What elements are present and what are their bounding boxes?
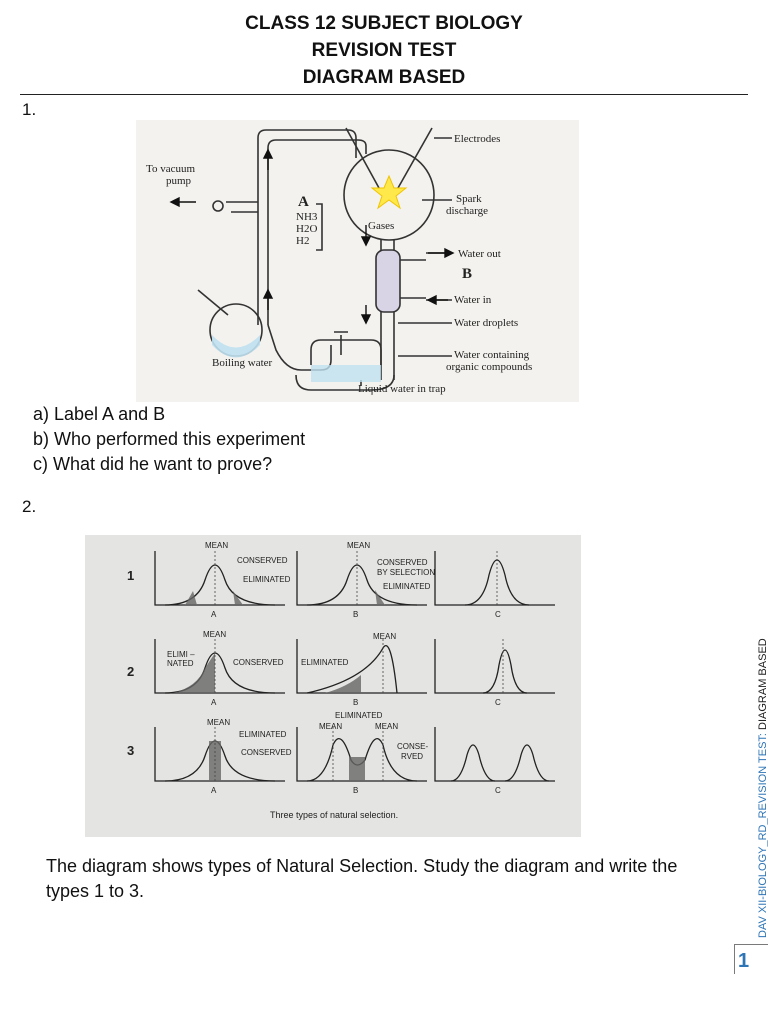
svg-text:Gases: Gases	[368, 220, 394, 232]
spark-chamber-flask	[343, 149, 435, 241]
question-1-number: 1.	[22, 100, 37, 119]
svg-text:CONSERVED: CONSERVED	[233, 658, 284, 667]
svg-text:H2: H2	[296, 235, 309, 247]
svg-text:B: B	[462, 266, 472, 282]
svg-text:CONSE-: CONSE-	[397, 742, 428, 751]
svg-text:B: B	[353, 786, 358, 795]
svg-text:MEAN: MEAN	[319, 722, 342, 731]
svg-text:RVED: RVED	[401, 752, 423, 761]
svg-text:Water containing: Water containing	[454, 349, 530, 361]
svg-text:CONSERVED: CONSERVED	[241, 748, 292, 757]
svg-text:3: 3	[127, 743, 134, 758]
page-number: 1	[738, 950, 750, 972]
svg-text:ELIMI –: ELIMI –	[167, 650, 195, 659]
svg-text:NH3: NH3	[296, 211, 318, 223]
svg-text:To vacuum: To vacuum	[146, 163, 195, 175]
svg-text:B: B	[353, 610, 358, 619]
svg-text:A: A	[211, 786, 217, 795]
svg-text:Water in: Water in	[454, 294, 492, 306]
page-header: CLASS 12 SUBJECT BIOLOGY REVISION TEST D…	[0, 10, 768, 91]
side-footer-title: DIAGRAM BASED	[757, 638, 768, 734]
svg-text:ELIMINATED: ELIMINATED	[335, 711, 383, 720]
svg-text:B: B	[353, 698, 358, 707]
svg-text:CONSERVED: CONSERVED	[237, 556, 288, 565]
svg-text:A: A	[211, 698, 217, 707]
svg-text:Spark: Spark	[456, 193, 482, 205]
header-divider	[20, 94, 748, 95]
svg-text:CONSERVED: CONSERVED	[377, 558, 428, 567]
miller-experiment-figure: To vacuum pump A NH3 H2O H2 Gases Electr…	[136, 120, 579, 402]
svg-text:MEAN: MEAN	[347, 541, 370, 550]
svg-text:NATED: NATED	[167, 659, 194, 668]
svg-text:MEAN: MEAN	[375, 722, 398, 731]
question-1b: b) Who performed this experiment	[33, 429, 306, 449]
svg-text:ELIMINATED: ELIMINATED	[301, 658, 349, 667]
question-1a: a) Label A and B	[33, 404, 166, 424]
footer-vertical-divider	[734, 944, 735, 974]
side-footer-course: DAV XII-BIOLOGY_RD_REVISION TEST:	[757, 733, 768, 938]
natural-selection-figure: 1 2 3 MEAN MEAN MEAN MEAN MEAN MEAN MEAN…	[85, 535, 581, 837]
header-class-subject: CLASS 12 SUBJECT BIOLOGY	[245, 13, 523, 34]
svg-text:pump: pump	[166, 175, 192, 187]
svg-text:2: 2	[127, 664, 134, 679]
svg-text:BY SELECTION: BY SELECTION	[377, 568, 435, 577]
svg-text:1: 1	[127, 568, 134, 583]
svg-text:Liquid water in trap: Liquid water in trap	[358, 383, 446, 395]
svg-text:Three types of natural selecti: Three types of natural selection.	[270, 810, 398, 820]
svg-text:organic compounds: organic compounds	[446, 361, 532, 373]
svg-text:MEAN: MEAN	[207, 718, 230, 727]
svg-text:H2O: H2O	[296, 223, 317, 235]
svg-text:ELIMINATED: ELIMINATED	[239, 730, 287, 739]
question-1-parts: a) Label A and B b) Who performed this e…	[33, 402, 305, 477]
svg-text:MEAN: MEAN	[203, 630, 226, 639]
svg-text:A: A	[211, 610, 217, 619]
side-footer-text: DAV XII-BIOLOGY_RD_REVISION TEST: DIAGRA…	[757, 634, 768, 938]
svg-text:MEAN: MEAN	[205, 541, 228, 550]
svg-text:discharge: discharge	[446, 205, 488, 217]
svg-text:C: C	[495, 786, 501, 795]
question-2-text: The diagram shows types of Natural Selec…	[46, 856, 678, 901]
svg-text:MEAN: MEAN	[373, 632, 396, 641]
svg-text:ELIMINATED: ELIMINATED	[383, 582, 431, 591]
svg-text:A: A	[298, 194, 309, 210]
svg-text:Water out: Water out	[458, 248, 501, 260]
question-1c: c) What did he want to prove?	[33, 454, 273, 474]
header-test-type: REVISION TEST	[311, 40, 457, 61]
header-diagram-based: DIAGRAM BASED	[302, 67, 466, 88]
footer-divider	[734, 944, 768, 945]
svg-text:C: C	[495, 698, 501, 707]
svg-text:C: C	[495, 610, 501, 619]
svg-text:Electrodes: Electrodes	[454, 133, 500, 145]
svg-text:Water droplets: Water droplets	[454, 317, 518, 329]
svg-text:ELIMINATED: ELIMINATED	[243, 575, 291, 584]
question-2-number: 2.	[22, 497, 37, 516]
spark-icon	[370, 174, 408, 210]
svg-text:Boiling water: Boiling water	[212, 357, 273, 369]
